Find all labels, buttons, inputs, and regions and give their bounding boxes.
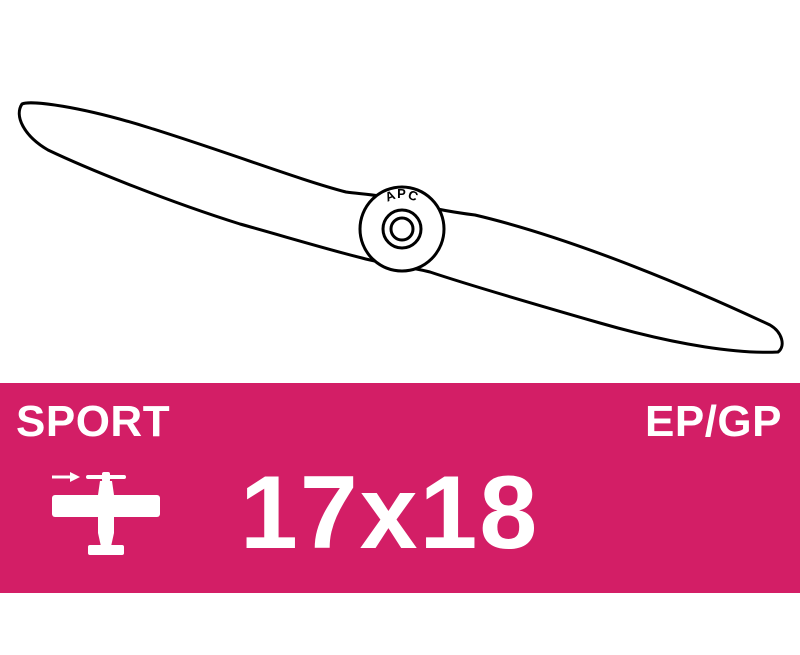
fuel-type-label: EP/GP [645,397,782,446]
brand-mark: APC [383,186,421,205]
brand-mark-text: APC [383,186,421,205]
product-banner: SPORT EP/GP 17x18 [0,383,800,593]
category-label: SPORT [16,397,171,446]
propeller-size: 17x18 [240,455,540,571]
airplane-icon [52,472,160,555]
propeller-illustration: APC [17,101,784,354]
propeller-hub-bore-inner [389,216,415,242]
